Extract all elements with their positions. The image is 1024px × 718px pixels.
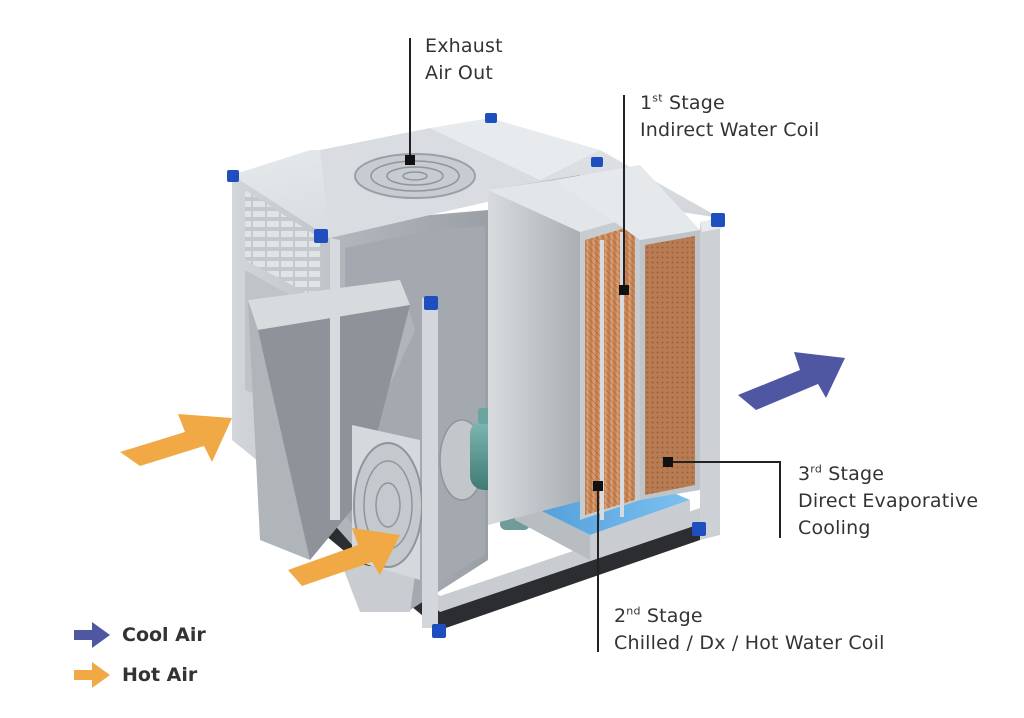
leader-dots (405, 155, 673, 491)
label-stage-2: 2nd Stage Chilled / Dx / Hot Water Coil (614, 604, 885, 654)
legend-cool-air-label: Cool Air (122, 624, 206, 646)
label-exhaust-air-out: Exhaust Air Out (425, 35, 503, 84)
hot-air-arrow-icon (74, 662, 110, 688)
coil-panel (488, 175, 640, 525)
legend-cool-air: Cool Air (74, 622, 206, 648)
legend-hot-air-label: Hot Air (122, 664, 198, 686)
indirect-water-coil (585, 225, 635, 515)
hot-air-arrow-left (120, 414, 232, 466)
cool-air-arrow-icon (74, 622, 110, 648)
hot-air-arrow-bottom (288, 528, 400, 586)
corner-caps (227, 113, 725, 638)
evaporative-pad-frame (555, 165, 700, 500)
unit-roof (232, 118, 720, 238)
legend-hot-air: Hot Air (74, 662, 197, 688)
unit-frame (330, 218, 722, 628)
evaporative-pad (645, 236, 695, 495)
label-stage-1: 1st Stage Indirect Water Coil (640, 91, 820, 141)
leader-lines (409, 38, 781, 652)
label-stage-3: 3rd Stage Direct Evaporative Cooling (798, 462, 979, 539)
cool-air-arrow-right (738, 352, 845, 410)
